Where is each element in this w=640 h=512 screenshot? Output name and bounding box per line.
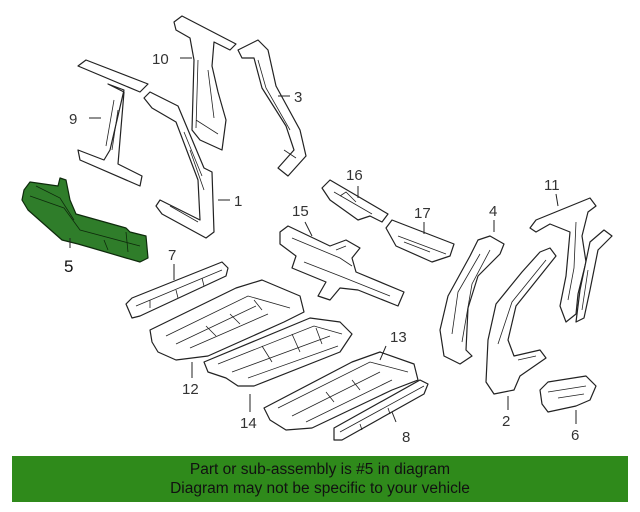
callout-14: 14 xyxy=(240,415,257,432)
callout-9: 9 xyxy=(69,111,77,128)
callout-11: 11 xyxy=(544,177,560,194)
part-15-crossmember[interactable] xyxy=(279,225,405,307)
callout-5: 5 xyxy=(64,257,73,276)
part-14-center-floor[interactable] xyxy=(203,317,353,387)
callout-4: 4 xyxy=(489,203,497,220)
part-1-center-pillar[interactable] xyxy=(143,91,215,239)
part-13-front-floor[interactable] xyxy=(263,351,419,431)
part-12-floor-panel[interactable] xyxy=(149,279,305,361)
part-5-crossmember-highlighted[interactable] xyxy=(21,177,149,263)
callout-15: 15 xyxy=(292,203,309,220)
part-8-sill[interactable] xyxy=(333,379,429,441)
callout-3: 3 xyxy=(294,89,302,106)
part-16-bracket[interactable] xyxy=(321,179,389,223)
callout-8: 8 xyxy=(402,429,410,446)
banner-line-1: Part or sub-assembly is #5 in diagram xyxy=(189,461,451,478)
part-3-roof-rail[interactable] xyxy=(237,39,307,177)
callout-13: 13 xyxy=(390,329,407,346)
part-11-rear-pillar[interactable] xyxy=(529,197,613,323)
part-17-reinforcement[interactable] xyxy=(385,219,455,263)
callout-2: 2 xyxy=(502,413,510,430)
callout-12: 12 xyxy=(182,381,199,398)
leader-lines xyxy=(69,57,577,424)
part-2-pillar[interactable] xyxy=(485,247,557,395)
callout-7: 7 xyxy=(168,247,176,264)
part-4-pillar[interactable] xyxy=(439,235,505,365)
part-7-floor-crossmember[interactable] xyxy=(125,261,229,319)
callout-6: 6 xyxy=(571,427,579,444)
part-9-pillar-panel[interactable] xyxy=(77,59,149,187)
callout-10: 10 xyxy=(152,51,169,68)
diagram-notice-banner: Part or sub-assembly is #5 in diagram Di… xyxy=(12,456,628,502)
callout-16: 16 xyxy=(346,167,363,184)
parts-diagram: 9 10 3 1 5 16 17 15 4 11 7 12 14 13 8 2 … xyxy=(21,15,613,446)
part-10-a-pillar[interactable] xyxy=(173,15,237,151)
callout-1: 1 xyxy=(234,193,242,210)
part-6-bracket[interactable] xyxy=(539,375,597,413)
banner-line-2: Diagram may not be specific to your vehi… xyxy=(170,480,470,497)
callout-17: 17 xyxy=(414,205,431,222)
